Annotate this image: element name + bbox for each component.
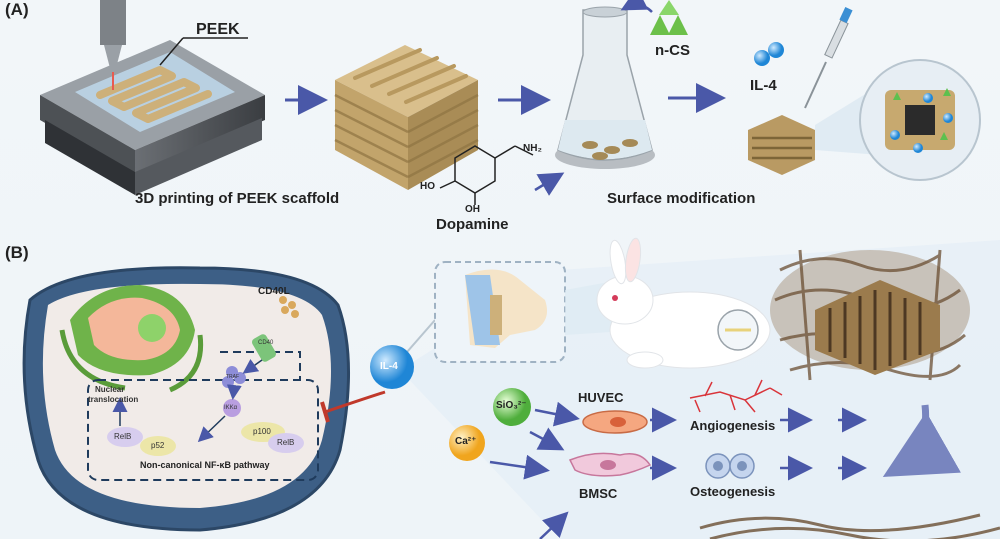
curved-arrow: [882, 404, 961, 477]
osteoblast-cells: [705, 453, 755, 479]
il4-label-a: IL-4: [750, 77, 777, 94]
nuclear-label-2: translocation: [88, 395, 139, 404]
il4-bubble: [370, 345, 414, 389]
dopamine-oh2: OH: [465, 204, 480, 215]
arrow-dopamine: [534, 172, 565, 196]
silicate-ion: [493, 388, 531, 426]
pipette-icon: [804, 6, 853, 109]
sio3-label: SiO₃²⁻: [496, 400, 527, 411]
p100-label: p100: [253, 427, 271, 436]
il4-inhibition-line: [324, 390, 386, 414]
modified-scaffold: [748, 115, 815, 175]
relb-left: RelB: [114, 432, 132, 441]
regenerated-bone: [699, 513, 1000, 539]
peek-label: PEEK: [196, 21, 240, 38]
nuclear-label-1: Nuclear: [95, 385, 125, 394]
bmsc-label: BMSC: [579, 486, 618, 501]
ncs-label: n-CS: [655, 42, 690, 59]
traf-label: TRAF: [226, 374, 240, 380]
reaction-flask: [555, 0, 655, 169]
n-cs-crystals-icon: [650, 0, 688, 35]
magnified-pore-view: [859, 59, 981, 181]
ca-label: Ca²⁺: [455, 436, 477, 447]
dopamine-nh2: NH₂: [523, 143, 542, 154]
dopamine-oh1: HO: [420, 181, 435, 192]
huvec-label: HUVEC: [578, 390, 624, 405]
cd40l-label: CD40L: [258, 286, 290, 297]
rabbit-illustration: [596, 237, 771, 369]
dopamine-label: Dopamine: [436, 216, 509, 233]
osteogenesis-label: Osteogenesis: [690, 484, 776, 499]
il4-bubble-label: IL-4: [380, 361, 398, 372]
printing-caption: 3D printing of PEEK scaffold: [135, 190, 340, 207]
3d-printer-illustration: [40, 0, 265, 195]
implant-inset: [434, 261, 566, 363]
cell-illustration: [22, 266, 351, 532]
p52-label: p52: [151, 441, 165, 450]
peek-scaffold-block: [334, 45, 479, 190]
bone-scaffold-implant: [770, 249, 970, 381]
calcium-ion: [449, 425, 485, 461]
surface-caption: Surface modification: [607, 190, 756, 207]
panel-b-label: (B): [5, 243, 29, 262]
cd40-label: CD40: [258, 340, 274, 346]
il4-molecule-icon: [754, 50, 770, 66]
blood-vessels: [689, 379, 783, 413]
panel-a-label: (A): [5, 0, 29, 19]
relb-right: RelB: [277, 438, 295, 447]
angiogenesis-label: Angiogenesis: [690, 418, 776, 433]
dopamine-structure: [439, 145, 534, 205]
pathway-label: Non-canonical NF-κB pathway: [140, 460, 270, 470]
ikka-label: IKKα: [224, 405, 238, 411]
